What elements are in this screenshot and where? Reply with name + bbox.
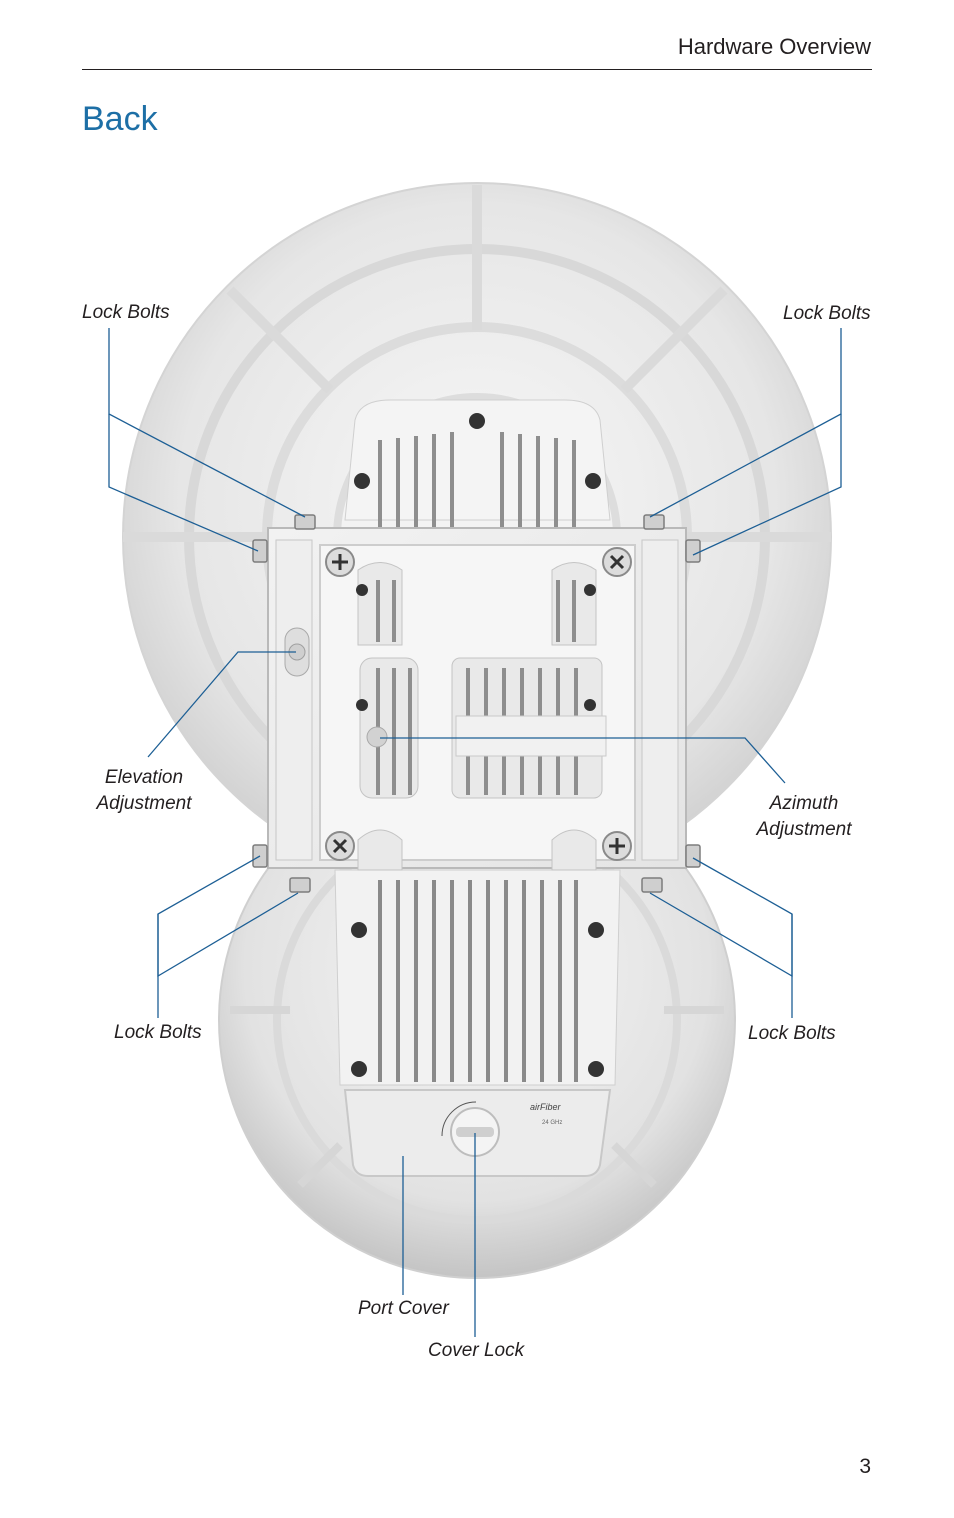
leader-azimuth bbox=[380, 737, 786, 784]
mounting-bracket bbox=[252, 514, 701, 893]
page-number: 3 bbox=[859, 1455, 871, 1478]
device-model-text: 24 GHz bbox=[542, 1120, 562, 1126]
callout-port-cover: Port Cover bbox=[358, 1298, 449, 1319]
callout-cover-lock: Cover Lock bbox=[428, 1340, 525, 1361]
callout-elevation-line2: Adjustment bbox=[96, 793, 192, 814]
bracket-screws bbox=[325, 547, 632, 861]
leader-lock-bolts-bl-b bbox=[157, 892, 299, 978]
leader-lock-bolts-tr-b bbox=[692, 414, 842, 556]
device-brand-text: airFiber bbox=[530, 1102, 562, 1112]
callout-elevation-line1: Elevation bbox=[104, 767, 184, 788]
leader-elevation bbox=[147, 651, 296, 758]
leader-lock-bolts-tl-b bbox=[108, 414, 259, 552]
lower-heatsink bbox=[334, 869, 621, 1086]
callout-azimuth-adjustment: Azimuth Adjustment bbox=[752, 791, 856, 843]
callout-azimuth-line2: Adjustment bbox=[756, 819, 852, 840]
port-cover-shape: airFiber 24 GHz bbox=[343, 1089, 612, 1177]
callout-lock-bolts-bottom-right: Lock Bolts bbox=[748, 1023, 836, 1044]
running-header: Hardware Overview bbox=[677, 34, 871, 59]
leader-lock-bolts-br-b bbox=[649, 892, 793, 978]
callout-lock-bolts-bottom-left: Lock Bolts bbox=[114, 1022, 202, 1043]
section-title: Back bbox=[82, 100, 158, 138]
lock-bolt-heads bbox=[252, 514, 701, 893]
leader-lines bbox=[108, 328, 842, 1337]
upper-heatsink bbox=[344, 399, 611, 530]
callout-elevation-adjustment: Elevation Adjustment bbox=[92, 765, 196, 817]
callout-lock-bolts-top-left: Lock Bolts bbox=[82, 302, 170, 323]
header-rule bbox=[82, 69, 872, 70]
callout-azimuth-line1: Azimuth bbox=[769, 793, 839, 814]
callout-lock-bolts-top-right: Lock Bolts bbox=[783, 303, 871, 324]
